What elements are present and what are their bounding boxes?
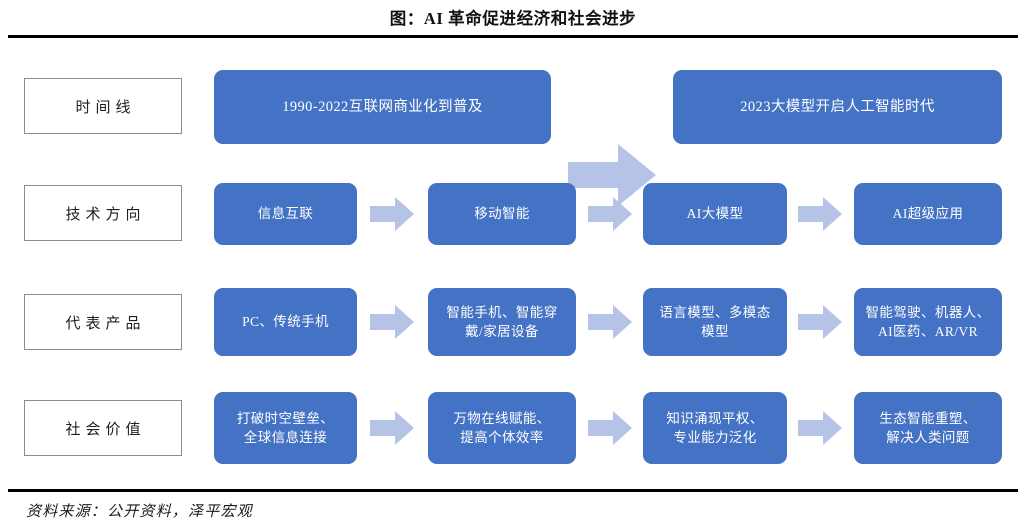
node-tech-3[interactable]: AI大模型 [643, 183, 787, 245]
source-note: 资料来源：公开资料，泽平宏观 [26, 504, 253, 520]
node-value-4-text: 生态智能重塑、 解决人类问题 [879, 409, 976, 447]
title-area: 图：AI 革命促进经济和社会进步 [0, 0, 1026, 34]
node-timeline-2-text: 2023大模型开启人工智能时代 [740, 98, 935, 115]
right-arrow-icon [370, 305, 414, 339]
node-product-3-line2: 模型 [701, 324, 729, 339]
node-value-2[interactable]: 万物在线赋能、 提高个体效率 [428, 392, 576, 464]
right-arrow-icon [588, 411, 632, 445]
row-social-value: 社会价值 打破时空壁垒、 全球信息连接 万物在线赋能、 提高个体效率 知识涌现平… [0, 392, 1026, 464]
node-product-4-line2: AI医药、AR/VR [877, 324, 978, 339]
node-product-3-line1: 语言模型、多模态 [659, 304, 771, 320]
node-value-3-line2: 专业能力泛化 [673, 430, 757, 445]
node-value-1-line1: 打破时空壁垒、 [236, 410, 335, 426]
node-value-3-text: 知识涌现平权、 专业能力泛化 [666, 409, 763, 447]
node-value-4-line1: 生态智能重塑、 [879, 410, 977, 426]
node-product-4-line1: 智能驾驶、机器人、 [865, 304, 991, 320]
node-value-2-line2: 提高个体效率 [460, 430, 544, 445]
right-arrow-icon [588, 305, 632, 339]
row-label-tech-direction: 技术方向 [24, 185, 182, 241]
node-tech-1[interactable]: 信息互联 [214, 183, 357, 245]
node-product-4[interactable]: 智能驾驶、机器人、 AI医药、AR/VR [854, 288, 1002, 356]
node-value-3-line1: 知识涌现平权、 [666, 410, 764, 426]
top-divider [8, 35, 1018, 38]
node-product-2[interactable]: 智能手机、智能穿 戴/家居设备 [428, 288, 576, 356]
node-value-1[interactable]: 打破时空壁垒、 全球信息连接 [214, 392, 357, 464]
node-tech-2-text: 移动智能 [474, 206, 530, 222]
row-representative-products: 代表产品 PC、传统手机 智能手机、智能穿 戴/家居设备 语言模型、多模态 模型 [0, 288, 1026, 356]
node-value-2-line1: 万物在线赋能、 [453, 410, 551, 426]
node-product-1-line1: PC、传统手机 [242, 314, 329, 330]
right-arrow-icon [798, 305, 842, 339]
row-label-timeline: 时间线 [24, 78, 182, 134]
node-tech-1-text: 信息互联 [257, 206, 314, 222]
row-timeline: 时间线 1990-2022互联网商业化到普及 2023大模型开启人工智能时代 [0, 70, 1026, 206]
right-arrow-icon [370, 411, 414, 445]
node-value-2-text: 万物在线赋能、 提高个体效率 [453, 409, 550, 447]
right-arrow-icon [798, 411, 842, 445]
row-label-representative-products: 代表产品 [24, 294, 182, 350]
page-title: 图：AI 革命促进经济和社会进步 [389, 9, 637, 28]
node-product-1[interactable]: PC、传统手机 [214, 288, 357, 356]
node-product-2-line2: 戴/家居设备 [465, 324, 539, 339]
right-arrow-icon [370, 197, 414, 231]
node-tech-2[interactable]: 移动智能 [428, 183, 576, 245]
node-value-4-line2: 解决人类问题 [886, 430, 970, 445]
node-product-2-text: 智能手机、智能穿 戴/家居设备 [446, 303, 557, 341]
right-arrow-icon [588, 197, 632, 231]
node-product-2-line1: 智能手机、智能穿 [446, 304, 558, 320]
node-timeline-1-text: 1990-2022互联网商业化到普及 [282, 98, 483, 115]
node-value-1-line2: 全球信息连接 [243, 430, 328, 445]
row-label-social-value: 社会价值 [24, 400, 182, 456]
node-timeline-2[interactable]: 2023大模型开启人工智能时代 [673, 70, 1002, 144]
right-arrow-icon [798, 197, 842, 231]
big-right-arrow-icon [568, 144, 656, 206]
row-tech-direction: 技术方向 信息互联 移动智能 AI大模型 AI超级应用 [0, 183, 1026, 245]
node-product-3-text: 语言模型、多模态 模型 [659, 303, 770, 341]
node-product-1-text: PC、传统手机 [242, 312, 329, 331]
node-value-4[interactable]: 生态智能重塑、 解决人类问题 [854, 392, 1002, 464]
node-timeline-1[interactable]: 1990-2022互联网商业化到普及 [214, 70, 551, 144]
node-product-4-text: 智能驾驶、机器人、 AI医药、AR/VR [865, 303, 990, 341]
node-tech-4[interactable]: AI超级应用 [854, 183, 1002, 245]
node-tech-3-text: AI大模型 [686, 206, 744, 222]
node-tech-4-text: AI超级应用 [892, 206, 964, 222]
node-value-1-text: 打破时空壁垒、 全球信息连接 [237, 409, 334, 447]
bottom-divider [8, 489, 1018, 492]
node-value-3[interactable]: 知识涌现平权、 专业能力泛化 [643, 392, 787, 464]
node-product-3[interactable]: 语言模型、多模态 模型 [643, 288, 787, 356]
